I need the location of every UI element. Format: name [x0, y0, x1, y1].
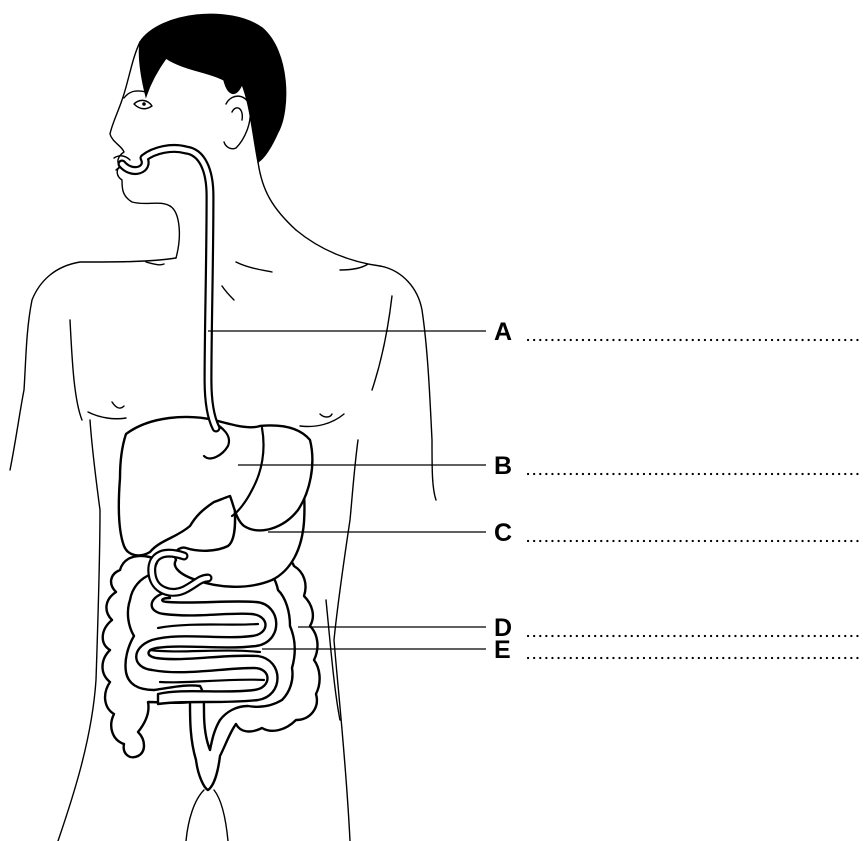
label-d: D [494, 614, 862, 642]
label-letter-a: A [494, 318, 512, 346]
oesophagus [122, 148, 216, 428]
label-e: E [494, 636, 862, 664]
eyebrow [124, 91, 146, 98]
small-intestine [136, 592, 277, 704]
digestive-organs [103, 148, 320, 790]
label-a: A [494, 318, 862, 346]
ear [224, 96, 250, 149]
label-list: A B C D E [494, 318, 862, 664]
right-torso-side [334, 440, 358, 841]
right-nipple [320, 414, 332, 417]
label-letter-c: C [494, 519, 512, 547]
right-inner-arm [372, 296, 392, 390]
left-nipple [112, 402, 124, 408]
clavicle-left [146, 262, 164, 265]
small-intestine-loops [150, 624, 264, 682]
large-intestine [103, 556, 320, 790]
clavicle-right [222, 262, 272, 300]
left-inner-arm [70, 320, 82, 420]
label-letter-e: E [494, 636, 511, 664]
hair [139, 14, 285, 162]
chest-line [340, 264, 368, 270]
legs [186, 790, 228, 841]
right-shoulder [296, 230, 436, 500]
label-letter-b: B [494, 452, 512, 480]
oesophagus-lumen [122, 148, 216, 428]
right-side-line [326, 600, 340, 720]
left-torso-side [58, 420, 100, 841]
label-b: B [494, 452, 862, 480]
neck-front [170, 206, 179, 258]
label-c: C [494, 519, 862, 547]
pupil [142, 102, 146, 106]
left-pectoral [88, 412, 126, 419]
neck-back [258, 162, 296, 230]
